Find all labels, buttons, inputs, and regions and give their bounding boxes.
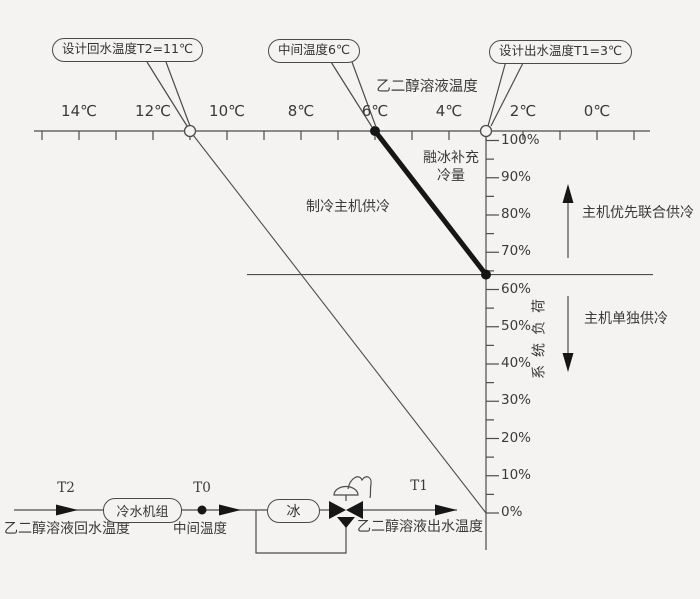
- flow-diagram: [14, 476, 457, 554]
- up-arrowhead: [562, 184, 574, 203]
- chiller-cooling-label: 制冷主机供冷: [306, 199, 390, 215]
- t0-label: T0: [193, 480, 211, 496]
- callout-outlet-temp: 设计出水温度T1=3℃: [489, 40, 633, 64]
- callout-pointer: [165, 61, 191, 127]
- load-tick-label: 100%: [501, 131, 540, 148]
- flow-arrowhead: [435, 504, 457, 516]
- load-tick-label: 70%: [501, 243, 532, 260]
- melt-ice-label: 融冰补充 冷量: [423, 150, 479, 184]
- return-temp-label: 乙二醇溶液回水温度: [4, 521, 130, 537]
- alone-supply-label: 主机单独供冷: [584, 311, 668, 327]
- callout-pointer: [490, 60, 525, 127]
- ice-box-label: 冰: [286, 504, 301, 520]
- load-tick-label: 30%: [501, 392, 532, 409]
- down-arrowhead: [562, 353, 574, 372]
- callout-pointer: [351, 61, 377, 128]
- callout-pointer: [330, 61, 373, 128]
- combined-supply-label: 主机优先联合供冷: [582, 205, 694, 221]
- signal-squiggle-icon: [347, 476, 372, 499]
- outlet-temp-label: 乙二醇溶液出水温度: [357, 519, 483, 535]
- load-tick-label: 90%: [501, 168, 532, 185]
- callout-pointer: [487, 60, 507, 127]
- callout-middle-temp: 中间温度6℃: [268, 39, 360, 63]
- load-tick-label: 40%: [501, 355, 532, 371]
- flow-arrowhead: [219, 504, 241, 516]
- t1-label: T1: [410, 478, 428, 494]
- marker-dot: [481, 269, 491, 280]
- x-axis-title: 乙二醇溶液温度: [376, 79, 478, 95]
- callout-return-temp-label: 设计回水温度T2=11℃: [62, 41, 194, 56]
- temp-tick-label: 4℃: [435, 102, 463, 120]
- bypass-pipe: [255, 510, 347, 554]
- temp-tick-label: 8℃: [287, 102, 315, 120]
- temp-tick-label: 12℃: [135, 102, 171, 120]
- callout-return-temp: 设计回水温度T2=11℃: [52, 38, 204, 62]
- series-thick-line: [373, 129, 488, 277]
- ice-box: 冰: [267, 499, 320, 523]
- valve-right-triangle: [346, 501, 363, 519]
- callout-outlet-temp-label: 设计出水温度T1=3℃: [499, 43, 623, 58]
- marker-open-circle: [183, 124, 197, 138]
- series-thin-line: [189, 130, 487, 514]
- load-axis-title: 系统负荷: [531, 291, 548, 379]
- temp-tick-label: 0℃: [583, 102, 611, 120]
- marker-open-circle: [479, 124, 493, 138]
- callout-middle-temp-label: 中间温度6℃: [278, 42, 350, 57]
- chart-data-lines: [183, 124, 653, 514]
- load-tick-label: 80%: [501, 206, 532, 222]
- actuator-dome: [333, 485, 359, 496]
- zone-arrows: [562, 184, 574, 372]
- t0-dot: [197, 505, 207, 515]
- temp-tick-label: 6℃: [361, 102, 389, 120]
- chiller-box: 冷水机组: [103, 498, 182, 523]
- temp-tick-label: 14℃: [61, 102, 97, 120]
- load-tick-label: 20%: [501, 429, 532, 446]
- load-tick-label: 60%: [501, 280, 532, 297]
- callout-pointers: [146, 60, 525, 128]
- flow-arrowhead: [56, 504, 78, 516]
- load-tick-label: 0%: [501, 504, 523, 520]
- load-tick-label: 50%: [501, 317, 532, 334]
- marker-dot: [370, 126, 380, 136]
- temp-tick-label: 2℃: [509, 102, 537, 120]
- middle-temp-label: 中间温度: [173, 521, 227, 537]
- chiller-box-label: 冷水机组: [116, 505, 169, 520]
- valve-bottom-triangle: [337, 517, 355, 528]
- callout-pointer: [146, 61, 188, 127]
- load-tick-label: 10%: [501, 466, 532, 483]
- three-way-valve: [329, 476, 372, 528]
- t2-label: T2: [57, 480, 75, 496]
- valve-left-triangle: [329, 501, 346, 519]
- temp-tick-label: 10℃: [209, 102, 245, 120]
